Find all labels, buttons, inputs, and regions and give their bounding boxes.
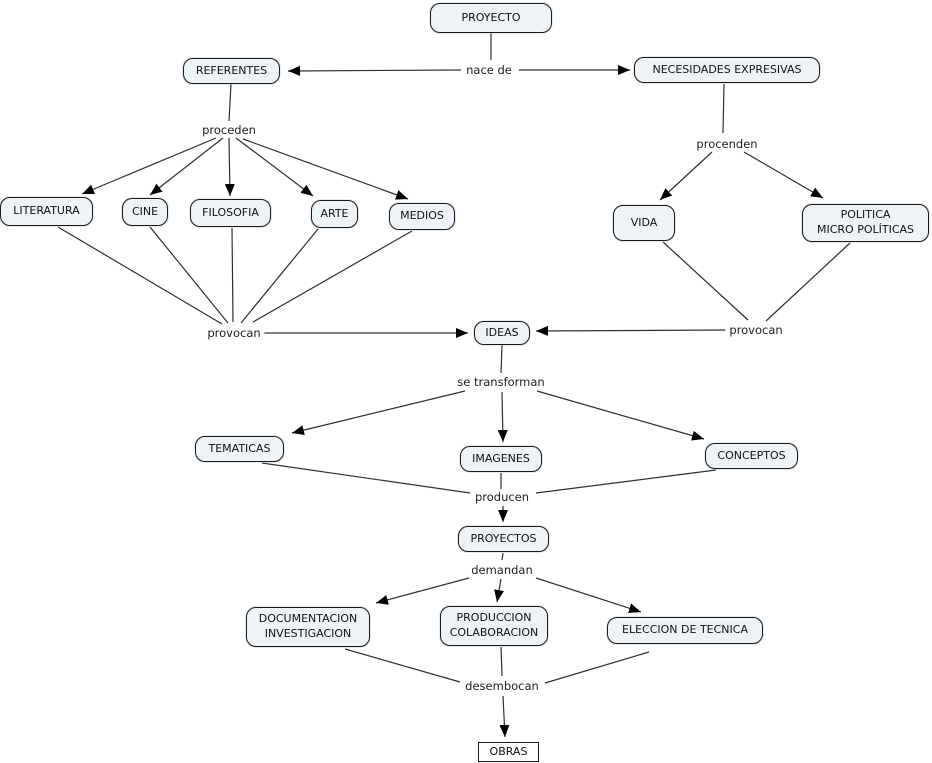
node-proyectos[interactable]: PROYECTOS xyxy=(458,526,549,552)
link-phrase-provocan-left[interactable]: provocan xyxy=(203,326,265,340)
link-phrase-producen[interactable]: producen xyxy=(470,490,534,504)
edge-21 xyxy=(500,344,503,374)
edge-9 xyxy=(57,226,223,325)
node-tematicas[interactable]: TEMATICAS xyxy=(195,436,284,462)
edge-7 xyxy=(235,137,314,197)
edge-1 xyxy=(287,65,462,76)
edge-29 xyxy=(501,552,504,561)
edge-18 xyxy=(662,241,749,321)
node-conceptos[interactable]: CONCEPTOS xyxy=(705,443,798,469)
node-arte[interactable]: ARTE xyxy=(311,200,358,228)
edge-11 xyxy=(231,227,234,323)
edge-36 xyxy=(499,695,510,738)
node-imagenes[interactable]: IMAGENES xyxy=(460,446,542,472)
edge-10 xyxy=(149,226,229,324)
node-filosofia[interactable]: FILOSOFIA xyxy=(190,199,271,227)
node-politica[interactable]: POLITICA MICRO POLÍTICAS xyxy=(802,204,929,242)
edge-30 xyxy=(375,577,470,605)
link-phrase-procenden[interactable]: procenden xyxy=(692,137,762,151)
edge-33 xyxy=(344,648,461,683)
edge-4 xyxy=(81,137,217,195)
edge-35 xyxy=(544,651,650,684)
edge-17 xyxy=(743,151,824,199)
node-produccion[interactable]: PRODUCCION COLABORACION xyxy=(440,606,548,646)
edge-15 xyxy=(722,83,725,134)
node-obras[interactable]: OBRAS xyxy=(478,742,539,762)
node-referentes[interactable]: REFERENTES xyxy=(183,58,280,84)
edge-13 xyxy=(252,230,413,323)
node-necesidades[interactable]: NECESIDADES EXPRESIVAS xyxy=(634,57,820,83)
edge-16 xyxy=(659,151,713,201)
link-phrase-desembocan[interactable]: desembocan xyxy=(461,679,543,693)
node-eleccion[interactable]: ELECCION DE TECNICA xyxy=(607,617,763,644)
link-phrase-nace-de[interactable]: nace de xyxy=(462,63,516,77)
edge-27 xyxy=(535,469,717,494)
edge-31 xyxy=(494,578,504,603)
link-phrase-provocan-right[interactable]: provocan xyxy=(725,323,787,337)
node-medios[interactable]: MEDIOS xyxy=(389,203,455,230)
edge-24 xyxy=(536,390,705,441)
node-proyecto[interactable]: PROYECTO xyxy=(430,3,552,33)
edge-34 xyxy=(500,646,503,677)
link-phrase-demandan[interactable]: demandan xyxy=(467,563,537,577)
node-ideas[interactable]: IDEAS xyxy=(474,321,530,345)
link-phrase-se-transforman[interactable]: se transforman xyxy=(453,375,549,389)
edge-25 xyxy=(261,462,471,494)
edge-20 xyxy=(535,325,727,336)
edge-6 xyxy=(224,137,235,197)
edge-23 xyxy=(497,391,508,443)
edge-22 xyxy=(291,390,466,436)
edge-12 xyxy=(240,228,319,324)
edge-5 xyxy=(149,137,224,196)
node-vida[interactable]: VIDA xyxy=(613,205,675,241)
edge-32 xyxy=(535,577,642,614)
node-cine[interactable]: CINE xyxy=(122,198,168,226)
link-phrase-proceden[interactable]: proceden xyxy=(198,123,260,137)
node-documentacion[interactable]: DOCUMENTACION INVESTIGACION xyxy=(246,607,370,647)
edge-3 xyxy=(228,83,232,122)
edge-19 xyxy=(765,242,851,322)
edge-8 xyxy=(242,138,409,200)
node-literatura[interactable]: LITERATURA xyxy=(0,197,93,226)
